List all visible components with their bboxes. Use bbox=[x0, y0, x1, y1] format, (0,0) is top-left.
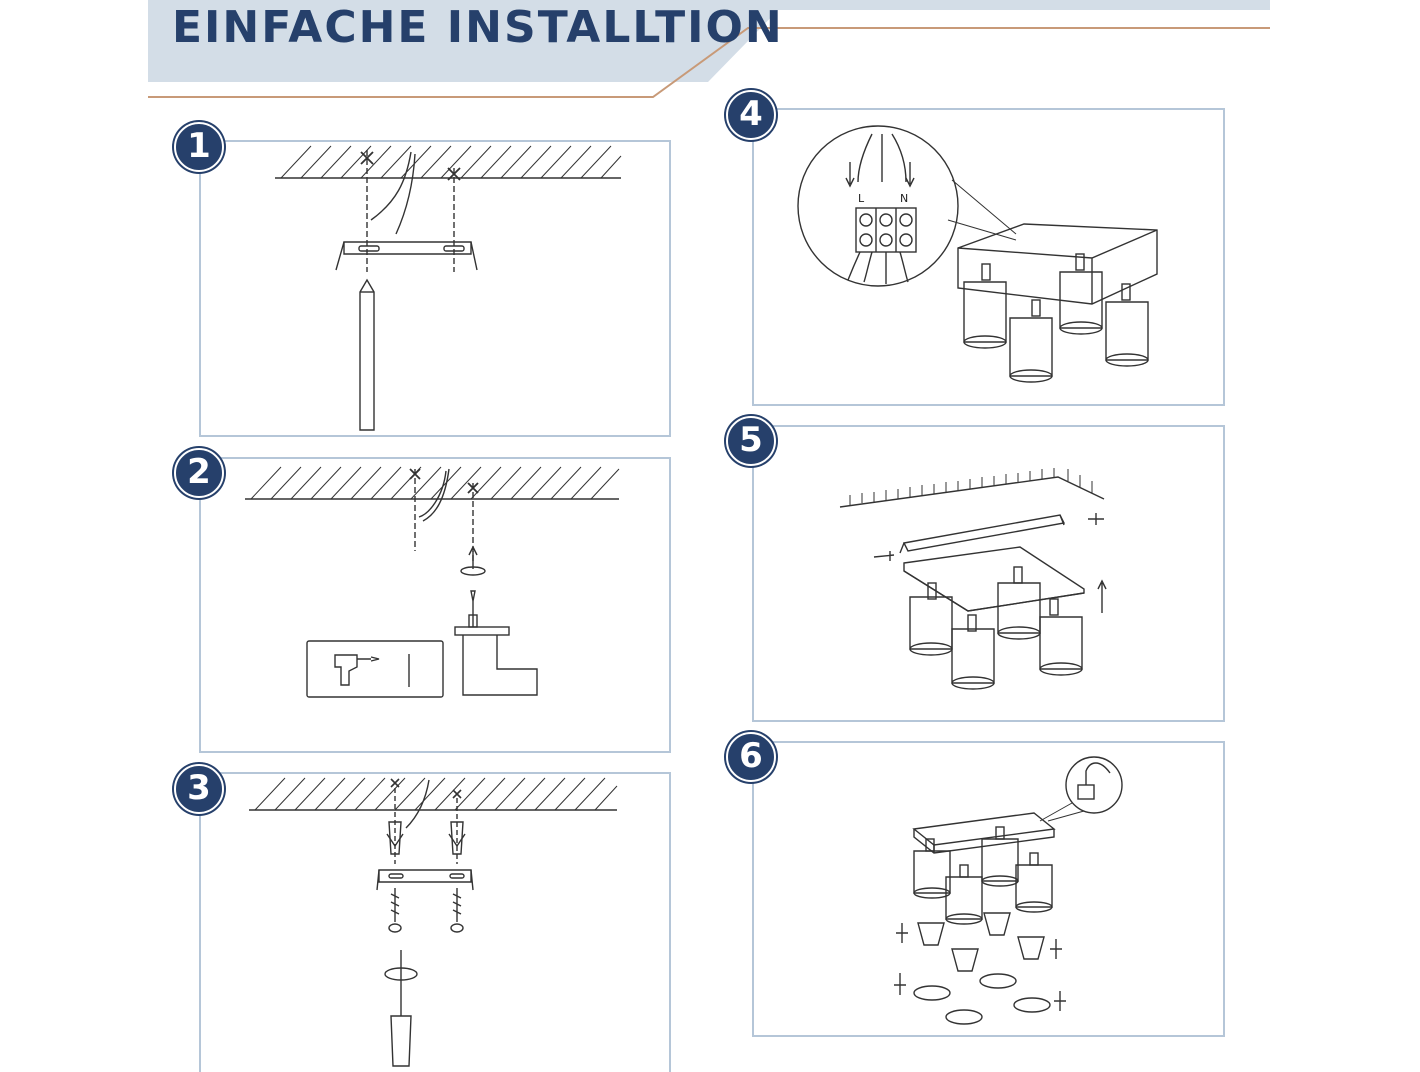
step-2-panel bbox=[199, 457, 671, 753]
step-5-number: 5 bbox=[739, 420, 763, 460]
step-3-badge: 3 bbox=[170, 762, 224, 816]
step-2-badge: 2 bbox=[170, 446, 224, 500]
step-5-badge: 5 bbox=[722, 414, 776, 468]
step-3-illustration bbox=[249, 777, 618, 1067]
step-6-panel bbox=[752, 741, 1225, 1037]
step-6-badge-circle bbox=[726, 732, 776, 782]
step-6-badge: 6 bbox=[722, 730, 776, 784]
step-3-panel bbox=[199, 772, 671, 1072]
step-6-number: 6 bbox=[739, 736, 763, 776]
step-4-panel: L N bbox=[752, 108, 1225, 406]
banner-shape bbox=[148, 0, 1270, 98]
title-banner: EINFACHE INSTALLTION bbox=[148, 0, 1270, 100]
step-2-badge-circle bbox=[174, 448, 224, 498]
step-1-number: 1 bbox=[187, 126, 211, 166]
step-6-illustration bbox=[894, 756, 1123, 1025]
step-5-panel bbox=[752, 425, 1225, 722]
page-title: EINFACHE INSTALLTION bbox=[172, 2, 784, 53]
step-2-number: 2 bbox=[187, 452, 211, 492]
step-1-badge-circle bbox=[174, 122, 224, 172]
step-5-illustration bbox=[839, 468, 1107, 690]
step-3-number: 3 bbox=[187, 768, 211, 808]
step-1-panel bbox=[199, 140, 671, 437]
step-1-badge: 1 bbox=[170, 120, 224, 174]
step-5-badge-circle bbox=[726, 416, 776, 466]
step-4-illustration: L N bbox=[797, 125, 1158, 383]
step-4-number: 4 bbox=[739, 94, 763, 134]
step-4-badge: 4 bbox=[722, 88, 776, 142]
step-4-badge-circle bbox=[726, 90, 776, 140]
terminal-label-l: L bbox=[858, 192, 865, 205]
terminal-label-n: N bbox=[900, 192, 908, 205]
step-1-illustration bbox=[275, 145, 622, 431]
step-2-illustration bbox=[245, 466, 620, 698]
step-3-badge-circle bbox=[174, 764, 224, 814]
